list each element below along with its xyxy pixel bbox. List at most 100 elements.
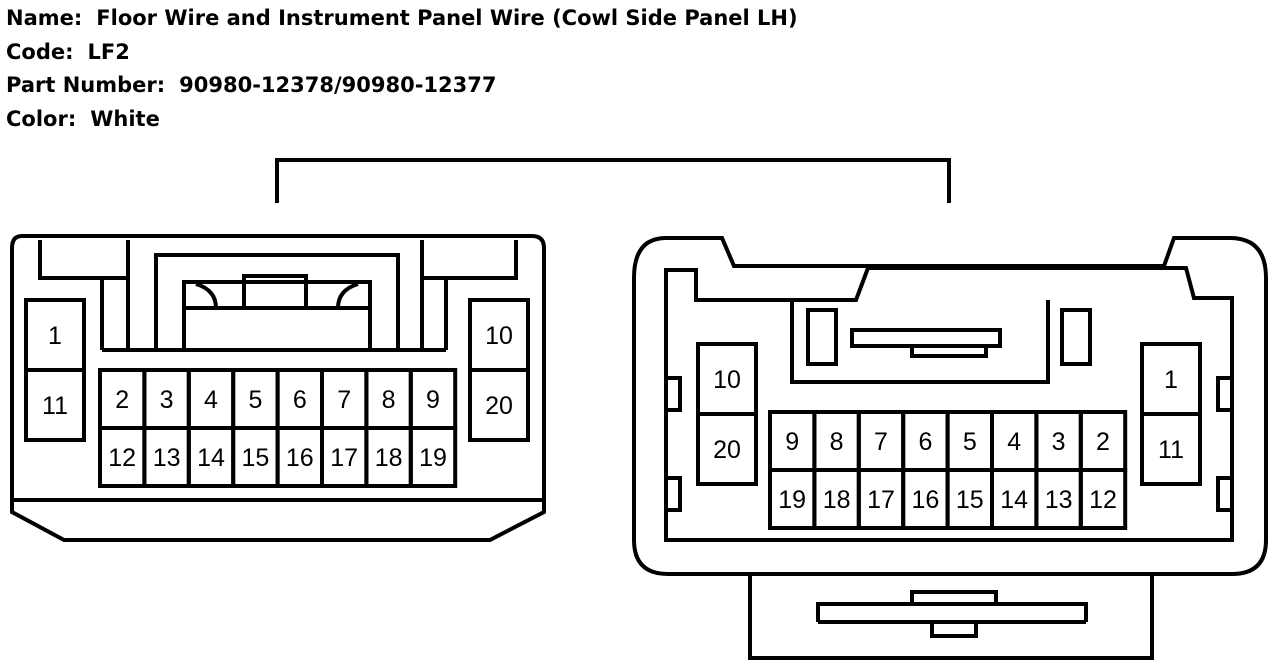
- left-connector-pin: 6: [275, 368, 325, 430]
- right-connector-pin: 3: [1034, 410, 1083, 472]
- left-locking-frame: [154, 253, 400, 350]
- part-number-value: 90980-12378/90980-12377: [179, 73, 497, 97]
- right-connector-pin: 12: [1078, 468, 1128, 530]
- right-connector-pin: 19: [768, 468, 817, 530]
- right-connector-pin-number: 3: [1052, 428, 1066, 456]
- right-connector-pin-number: 7: [874, 428, 888, 456]
- left-connector-pin-number: 6: [293, 386, 307, 414]
- left-connector-pin: 13: [142, 426, 191, 488]
- right-connector-pin-number: 15: [956, 486, 984, 514]
- left-connector-pin-number: 2: [115, 386, 129, 414]
- connector-info: Name: Floor Wire and Instrument Panel Wir…: [6, 2, 798, 136]
- left-connector-pin-number: 4: [204, 386, 218, 414]
- left-connector-pin: 11: [24, 368, 86, 442]
- code-label: Code:: [6, 39, 74, 64]
- color-label: Color:: [6, 106, 77, 131]
- left-connector-pin: 19: [408, 426, 458, 488]
- right-connector-pin-number: 11: [1158, 436, 1184, 464]
- right-connector-pin-number: 1: [1164, 366, 1178, 394]
- right-connector-pin: 5: [945, 410, 994, 472]
- left-connector-pin-number: 15: [241, 444, 269, 472]
- left-connector-pin-number: 17: [330, 444, 358, 472]
- left-connector-pin: 17: [320, 426, 369, 488]
- right-lock-ramp: [850, 328, 1002, 358]
- left-connector-pin: 3: [142, 368, 191, 430]
- left-connector-pin-number: 19: [419, 444, 447, 472]
- right-centre-rib: [790, 300, 1050, 384]
- left-connector-pin: 16: [275, 426, 325, 488]
- right-side-slots: [668, 376, 1230, 512]
- left-connector-pin-number: 5: [248, 386, 262, 414]
- right-connector-pin: 9: [768, 410, 817, 472]
- left-connector-pin-number: 3: [160, 386, 174, 414]
- right-connector-pin-number: 14: [1000, 486, 1028, 514]
- left-connector-pin-number: 11: [42, 392, 68, 420]
- right-connector-pin: 10: [696, 342, 758, 416]
- left-inner-walls: [100, 278, 448, 352]
- left-outer-wall: [38, 240, 518, 280]
- left-connector-pin: 2: [98, 368, 147, 430]
- right-connector-pin-number: 8: [830, 428, 844, 456]
- left-lock-tab: [184, 274, 370, 310]
- code-row: Code: LF2: [6, 36, 798, 70]
- right-connector-pin-number: 4: [1007, 428, 1021, 456]
- right-connector-pin: 14: [990, 468, 1039, 530]
- left-connector-pin: 9: [408, 368, 458, 430]
- color-row: Color:White: [6, 103, 798, 137]
- left-connector-pin-number: 13: [153, 444, 181, 472]
- right-connector-pin-number: 20: [713, 436, 741, 464]
- name-value: Floor Wire and Instrument Panel Wire (Co…: [96, 6, 798, 30]
- left-connector-pin-number: 7: [337, 386, 351, 414]
- left-connector-pin-number: 1: [48, 322, 62, 350]
- right-connector-pin-number: 18: [823, 486, 851, 514]
- right-connector-pin: 4: [990, 410, 1039, 472]
- right-connector-pin-box: [1078, 468, 1128, 530]
- left-connector-pin: 20: [468, 368, 530, 442]
- right-connector-pin: 2: [1078, 410, 1128, 472]
- left-connector-housing: [10, 234, 546, 542]
- right-connector-pin-box: [696, 412, 758, 486]
- right-connector-pin: 7: [856, 410, 906, 472]
- right-housing-outline: [632, 236, 1268, 576]
- left-connector-pin: 5: [231, 368, 280, 430]
- left-connector-pin-number: 16: [286, 444, 314, 472]
- right-connector-pin-number: 10: [713, 366, 741, 394]
- left-connector-pin: 18: [364, 426, 413, 488]
- left-connector-pin-number: 18: [375, 444, 403, 472]
- right-connector-pin-number: 2: [1096, 428, 1110, 456]
- code-value: LF2: [87, 39, 130, 64]
- name-row: Name: Floor Wire and Instrument Panel Wir…: [6, 2, 798, 36]
- left-connector-pin: 1: [24, 298, 86, 372]
- name-label: Name:: [6, 6, 83, 30]
- right-guide-keys: [806, 308, 1092, 366]
- left-connector-pin: 12: [98, 426, 147, 488]
- left-housing-outline: [10, 234, 546, 542]
- right-lock-housing: [748, 574, 1154, 660]
- left-connector-pin: 10: [468, 298, 530, 372]
- right-connector-pin-number: 6: [918, 428, 932, 456]
- left-connector-pin-number: 10: [485, 322, 513, 350]
- right-connector-pin: 17: [856, 468, 906, 530]
- right-connector-pin: 8: [812, 410, 861, 472]
- left-connector-pin: 15: [231, 426, 280, 488]
- right-connector-pin-number: 19: [778, 486, 806, 514]
- right-connector-pin: 16: [901, 468, 950, 530]
- right-inner-shell: [664, 266, 1234, 542]
- right-connector-pin-number: 13: [1045, 486, 1073, 514]
- left-connector-pin: 8: [364, 368, 413, 430]
- part-number-label: Part Number:: [6, 73, 166, 97]
- right-connector-pin: 18: [812, 468, 861, 530]
- right-connector-pin-number: 16: [911, 486, 939, 514]
- right-connector-pin: 11: [1140, 412, 1202, 486]
- right-connector-pin: 15: [945, 468, 994, 530]
- left-connector-pin-box: [468, 368, 530, 442]
- left-connector-pin: 4: [186, 368, 236, 430]
- left-connector-pin: 14: [186, 426, 236, 488]
- left-connector-pin-number: 12: [108, 444, 136, 472]
- left-connector-pin-number: 8: [382, 386, 396, 414]
- left-connector-pin-box: [408, 426, 458, 488]
- left-connector-pin-number: 9: [426, 386, 440, 414]
